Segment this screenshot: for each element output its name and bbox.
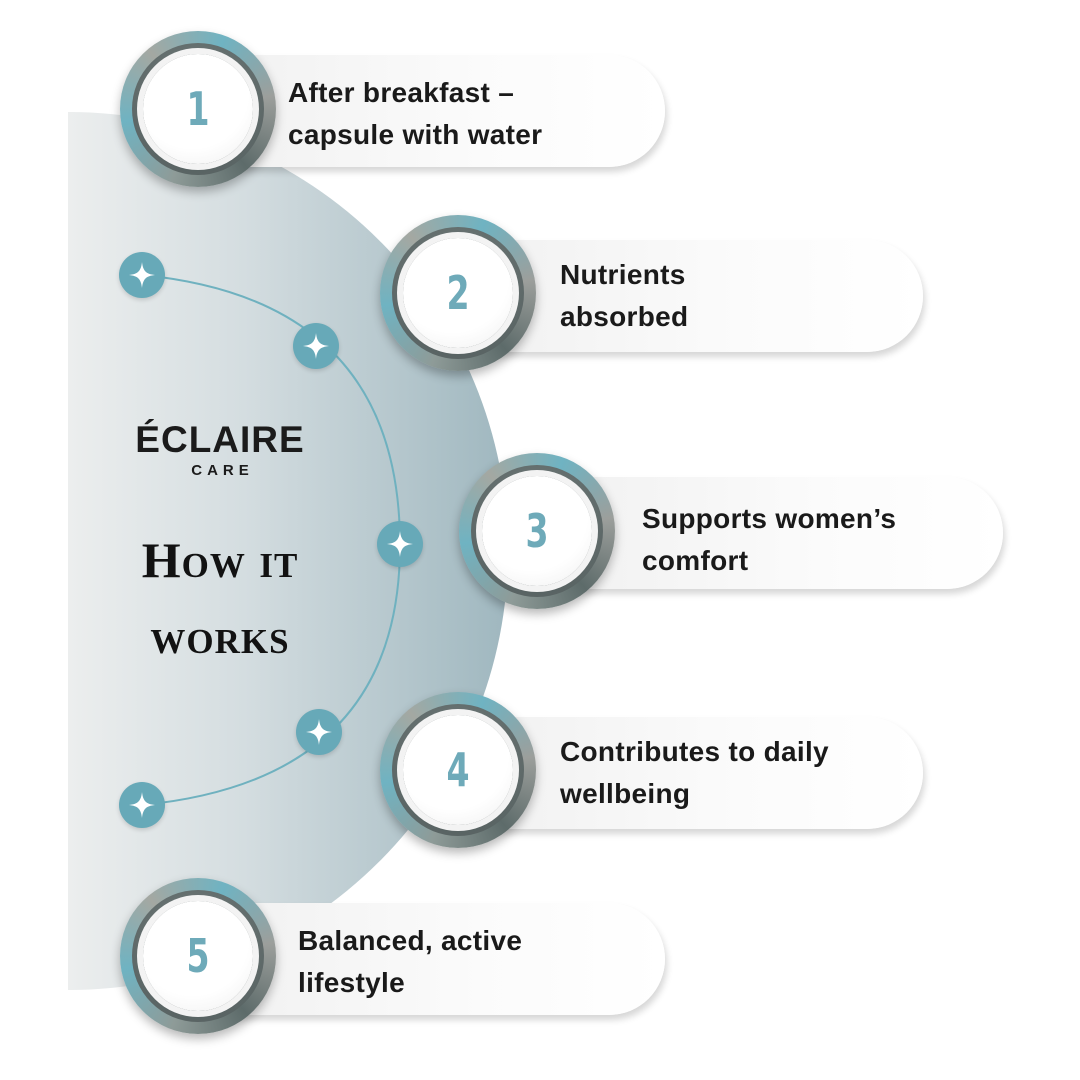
step-3-badge: 3 bbox=[459, 453, 615, 609]
step-2-line-2: absorbed bbox=[560, 301, 689, 332]
sparkle-node-2 bbox=[293, 323, 339, 369]
step-3-line-2: comfort bbox=[642, 545, 749, 576]
step-1-pill bbox=[200, 55, 665, 167]
step-5-pill bbox=[200, 903, 665, 1015]
sparkle-icon bbox=[129, 262, 155, 288]
step-5-line-1: Balanced, active bbox=[298, 925, 523, 956]
title-line-1: How it bbox=[141, 532, 299, 588]
step-3-pill bbox=[540, 477, 1003, 589]
step-1-badge: 1 bbox=[120, 31, 276, 187]
step-1-text: After breakfast – capsule with water bbox=[288, 72, 542, 156]
title-line-2: works bbox=[150, 608, 290, 664]
page-title: How it works bbox=[100, 522, 340, 674]
brand-subtitle: CARE bbox=[191, 462, 254, 479]
step-4-number: 4 bbox=[446, 743, 470, 797]
sparkle-node-1 bbox=[119, 252, 165, 298]
sparkle-icon bbox=[303, 333, 329, 359]
step-4-line-1: Contributes to daily bbox=[560, 736, 829, 767]
step-2-badge: 2 bbox=[380, 215, 536, 371]
step-3-number: 3 bbox=[525, 504, 549, 558]
step-4-text: Contributes to daily wellbeing bbox=[560, 731, 829, 815]
step-4-badge: 4 bbox=[380, 692, 536, 848]
sparkle-icon bbox=[306, 719, 332, 745]
step-5-badge: 5 bbox=[120, 878, 276, 1034]
step-4-line-2: wellbeing bbox=[560, 778, 691, 809]
step-1-line-2: capsule with water bbox=[288, 119, 543, 150]
sparkle-icon bbox=[387, 531, 413, 557]
brand-logo: ÉCLAIRE CARE bbox=[120, 419, 320, 480]
sparkle-node-3 bbox=[377, 521, 423, 567]
step-4-pill bbox=[460, 717, 923, 829]
sparkle-node-5 bbox=[119, 782, 165, 828]
sparkle-icon bbox=[129, 792, 155, 818]
step-5-number: 5 bbox=[186, 929, 210, 983]
step-2-text: Nutrients absorbed bbox=[560, 254, 688, 338]
step-1-line-1: After breakfast – bbox=[288, 77, 515, 108]
step-3-text: Supports women’s comfort bbox=[642, 498, 896, 582]
step-2-line-1: Nutrients bbox=[560, 259, 686, 290]
step-1-number: 1 bbox=[186, 82, 210, 136]
step-5-line-2: lifestyle bbox=[298, 967, 405, 998]
brand-name: ÉCLAIRE bbox=[135, 419, 305, 460]
step-5-text: Balanced, active lifestyle bbox=[298, 920, 522, 1004]
step-3-line-1: Supports women’s bbox=[642, 503, 897, 534]
step-2-number: 2 bbox=[446, 266, 470, 320]
step-2-pill bbox=[460, 240, 923, 352]
sparkle-node-4 bbox=[296, 709, 342, 755]
